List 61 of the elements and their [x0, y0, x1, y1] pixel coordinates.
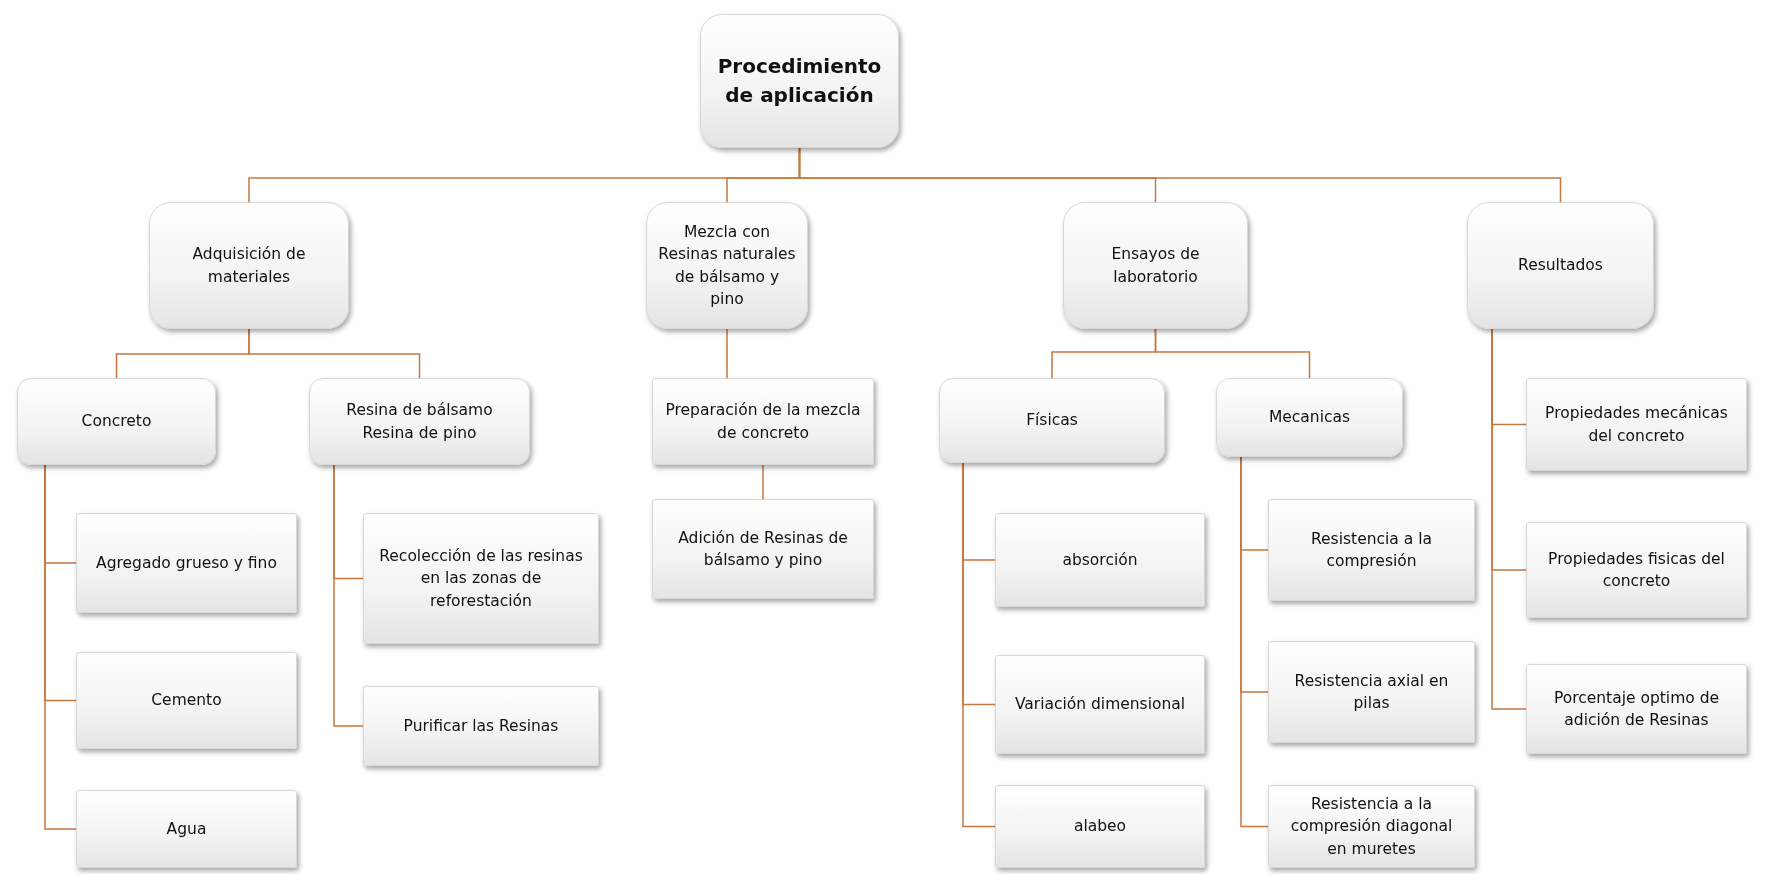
process-box [1526, 522, 1747, 618]
process-box [1526, 378, 1747, 471]
box-label: Resistencia a la compresión [1310, 528, 1433, 572]
box-label: Adición de Resinas de bálsamo y pino [677, 527, 849, 571]
box-label: Resistencia axial en pilas [1293, 670, 1450, 714]
process-box [1216, 378, 1403, 457]
box-label: Agua [166, 818, 207, 840]
box-label: Preparación de la mezcla de concreto [664, 400, 862, 444]
connector-line [798, 147, 1562, 203]
process-box [939, 378, 1165, 463]
process-box [995, 513, 1205, 607]
process-box [76, 652, 297, 749]
process-box [700, 14, 899, 148]
process-box [1526, 664, 1747, 754]
process-box [76, 513, 297, 613]
box-label: Cemento [151, 690, 222, 712]
process-box [995, 785, 1205, 868]
box-label: Porcentaje optimo de adición de Resinas [1552, 687, 1721, 731]
process-box [363, 513, 599, 644]
box-label: absorción [1062, 549, 1138, 571]
process-box [1268, 641, 1475, 743]
connector-line [726, 328, 728, 379]
box-label: Procedimiento de aplicación [716, 53, 883, 109]
box-label: Resistencia a la compresión diagonal en muretes [1289, 793, 1454, 860]
box-label: Mezcla con Resinas naturales de bálsamo y pino [657, 221, 797, 310]
box-label: Propiedades fisicas del concreto [1547, 548, 1726, 592]
process-box [309, 378, 530, 465]
process-box [149, 202, 349, 329]
box-label: Resina de pino [362, 422, 477, 444]
process-box [1268, 785, 1475, 868]
connector-line [248, 328, 421, 379]
box-label: Resultados [1518, 255, 1603, 277]
process-box [646, 202, 808, 329]
process-box [363, 686, 599, 766]
box-label: Propiedades mecánicas del concreto [1544, 403, 1729, 447]
process-box [995, 655, 1205, 754]
box-label: Mecanicas [1268, 407, 1351, 429]
connector-line [1491, 328, 1527, 710]
box-label: Físicas [1026, 410, 1078, 432]
process-box [17, 378, 216, 465]
box-label: Concreto [81, 411, 152, 433]
process-box [1063, 202, 1248, 329]
box-label: Agregado grueso y fino [96, 552, 277, 574]
connector-line [1154, 328, 1311, 379]
process-box [652, 499, 874, 599]
connector-line [1240, 456, 1269, 828]
box-label: Resina de bálsamo [346, 400, 493, 422]
connector-line [44, 464, 77, 830]
process-box [1268, 499, 1475, 601]
process-box [1467, 202, 1654, 329]
box-label: Variación dimensional [1014, 694, 1186, 716]
box-label: alabeo [1073, 816, 1127, 838]
connector-line [962, 462, 996, 828]
process-box [652, 378, 874, 465]
process-box [76, 790, 297, 868]
connector-line [762, 464, 764, 500]
box-label: Ensayos de laboratorio [1110, 244, 1201, 288]
box-label: Recolección de las resinas en las zonas de reforestación [378, 545, 584, 612]
connector-line [333, 464, 364, 727]
box-label: Purificar las Resinas [403, 715, 559, 737]
box-label: Adquisición de materiales [191, 244, 307, 288]
